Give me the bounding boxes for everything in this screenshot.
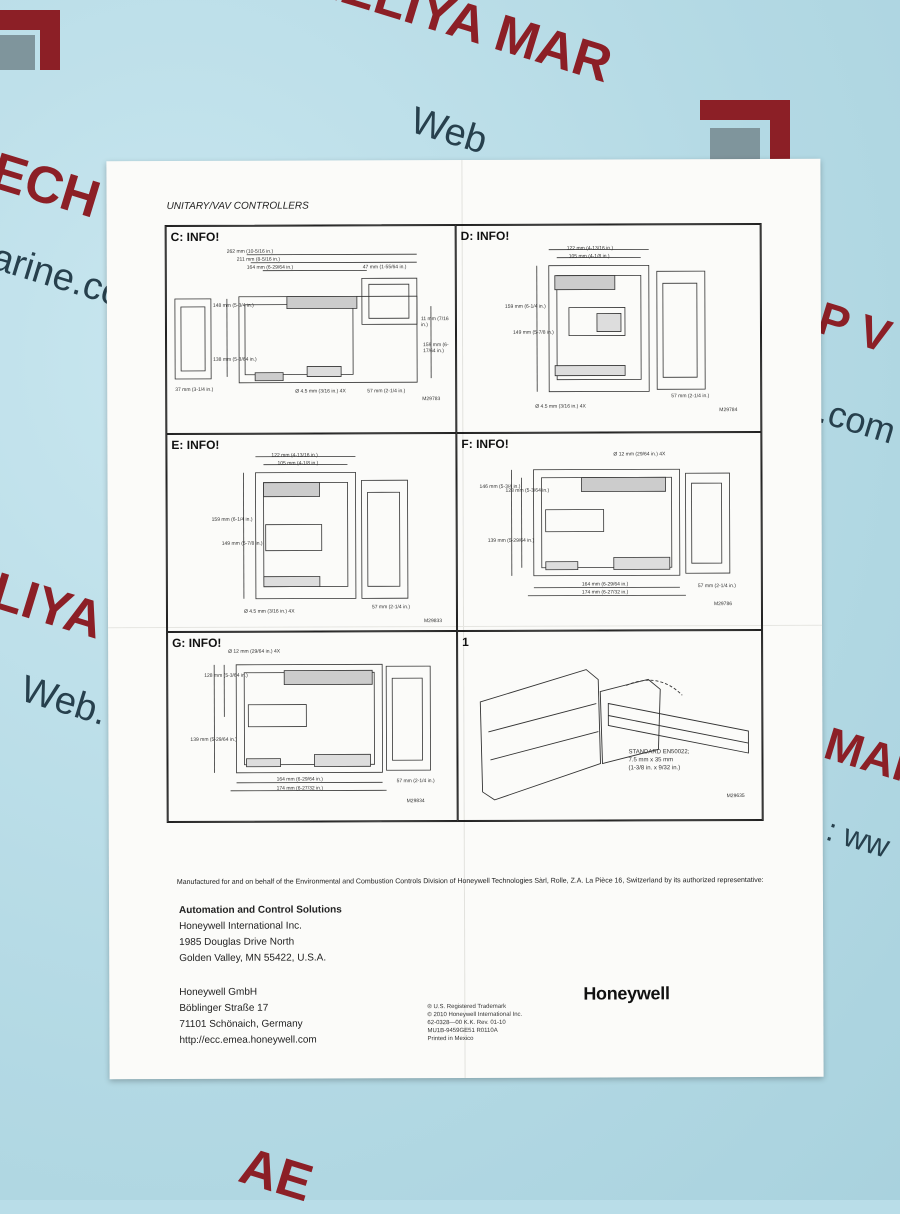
chevron-logo-icon (0, 10, 60, 70)
dim-label: 159 mm (6-17/64 in.) (423, 342, 455, 354)
dim-label: Ø 12 mm (29/64 in.) 4X (228, 649, 280, 655)
rail-size-inch-label: (1-3/8 in. x 9/32 in.) (629, 765, 681, 771)
dim-label: 159 mm (6-1/4 in.) (212, 517, 253, 523)
drawing-code: M29783 (422, 396, 440, 402)
dim-label: 138 mm (5-3/64 in.) (213, 357, 257, 363)
panel-c: C: INFO! 262 mm (10-5/16 in.) 211 mm (8-… (166, 225, 457, 434)
dim-label: 211 mm (8-5/16 in.) (237, 257, 280, 263)
address-line: 1985 Douglas Drive North (179, 937, 294, 948)
dim-label: Ø 4.5 mm (3/16 in.) 4X (244, 609, 295, 615)
drawing-code: M29834 (407, 798, 425, 804)
panel-d: D: INFO! 122 mm (4-13/16 in.) 105 mm (4-… (456, 224, 762, 433)
dim-label: 139 mm (5-29/64 in.) (190, 737, 236, 743)
dim-label: 164 mm (6-29/64 in.) (247, 265, 293, 271)
dim-label: Ø 12 mm (29/64 in.) 4X (613, 451, 665, 457)
rail-size-label: 7.5 mm x 35 mm (628, 757, 673, 763)
legal-line: ® U.S. Registered Trademark (427, 1004, 506, 1010)
controller-drawing-c (167, 226, 458, 435)
panel-f: F: INFO! Ø 12 mm (29/64 in.) 4X 146 mm (… (456, 432, 762, 631)
panel-e: E: INFO! 122 mm (4-13/16 in.) 105 mm (4-… (166, 433, 457, 632)
controller-drawing-g (168, 632, 459, 823)
dim-label: 174 mm (6-27/32 in.) (582, 589, 628, 595)
drawing-code: M29635 (727, 793, 745, 799)
chevron-logo-icon (700, 100, 790, 160)
dim-label: 149 mm (5-7/8 in.) (222, 541, 263, 547)
instruction-sheet: UNITARY/VAV CONTROLLERS C: INFO! 262 mm … (106, 159, 823, 1079)
legal-line: MU1B-9459GE51 R0110A (427, 1028, 497, 1034)
dim-label: 122 mm (4-13/16 in.) (567, 245, 613, 251)
company-division: Automation and Control Solutions (179, 904, 342, 916)
dim-label: Ø 4.5 mm (3/16 in.) 4X (535, 404, 586, 410)
dim-label: 262 mm (10-5/16 in.) (227, 249, 273, 255)
dim-label: 164 mm (6-29/64 in.) (277, 776, 323, 782)
legal-line: 62-0328—00 K.K. Rev. 01-10 (427, 1020, 505, 1026)
dim-label: 37 mm (3-1/4 in.) (175, 387, 213, 393)
dim-label: 149 mm (5-7/8 in.) (513, 330, 554, 336)
dim-label: 47 mm (1-55/64 in.) (363, 264, 407, 270)
dim-label: 57 mm (2-1/4 in.) (372, 604, 410, 610)
dim-label: 57 mm (2-1/4 in.) (367, 388, 405, 394)
honeywell-logo: Honeywell (583, 983, 669, 1004)
dim-label: 11 mm (7/16 in.) (421, 316, 455, 328)
dim-label: 128 mm (5-3/64 in.) (506, 488, 550, 494)
dim-label: 105 mm (4-1/8 in.) (277, 461, 318, 467)
manufactured-statement: Manufactured for and on behalf of the En… (177, 877, 764, 886)
panel-1: 1 STANDARD EN50022; 7.5 mm x 35 mm (1-3/… (457, 630, 763, 821)
drawing-code: M29833 (424, 618, 442, 624)
dim-label: 105 mm (4-1/8 in.) (569, 253, 610, 259)
legal-line: Printed in Mexico (427, 1036, 473, 1042)
address-line: Golden Valley, MN 55422, U.S.A. (179, 952, 326, 964)
dim-label: 128 mm (5-3/64 in.) (204, 673, 248, 679)
dim-label: 139 mm (5-29/64 in.) (488, 538, 534, 544)
dim-label: Ø 4.5 mm (3/16 in.) 4X (295, 388, 346, 394)
panel-g: G: INFO! Ø 12 mm (29/64 in.) 4X 128 mm (… (167, 631, 458, 822)
diagram-grid: C: INFO! 262 mm (10-5/16 in.) 211 mm (8-… (165, 223, 764, 823)
dim-label: 57 mm (2-1/4 in.) (397, 778, 435, 784)
dim-label: 174 mm (6-27/32 in.) (277, 785, 323, 791)
sheet-header: UNITARY/VAV CONTROLLERS (167, 201, 309, 212)
legal-line: © 2010 Honeywell International Inc. (427, 1012, 522, 1018)
dim-label: 57 mm (2-1/4 in.) (671, 393, 709, 399)
dim-label: 57 mm (2-1/4 in.) (698, 583, 736, 589)
address-line: Böblinger Straße 17 (179, 1003, 268, 1014)
dim-label: 159 mm (6-1/4 in.) (505, 304, 546, 310)
rail-standard-label: STANDARD EN50022; (628, 749, 689, 755)
address-line: Honeywell International Inc. (179, 921, 302, 932)
dim-label: 148 mm (5-3/4 in.) (213, 303, 254, 309)
drawing-code: M29786 (714, 601, 732, 607)
website-link: http://ecc.emea.honeywell.com (179, 1035, 316, 1046)
dim-label: 122 mm (4-13/16 in.) (271, 453, 317, 459)
address-line: Honeywell GmbH (179, 987, 257, 998)
dim-label: 164 mm (6-29/64 in.) (582, 581, 628, 587)
din-rail-mounting-drawing (458, 631, 764, 822)
drawing-code: M29784 (719, 407, 737, 413)
address-line: 71101 Schönaich, Germany (179, 1019, 302, 1030)
